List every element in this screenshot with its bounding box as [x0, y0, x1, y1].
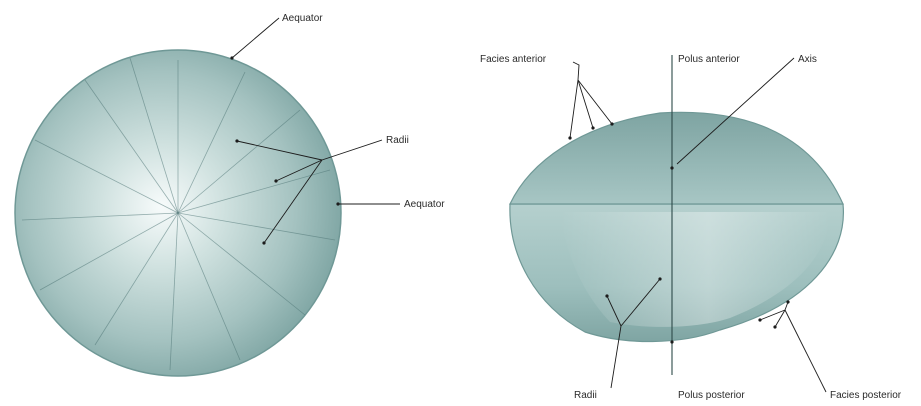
svg-text:Radii: Radii: [386, 135, 409, 146]
lens-posterior-sheen: [560, 212, 830, 327]
label-aequator-top: Aequator: [230, 13, 323, 60]
label-facies-posterior: Facies posterior: [758, 300, 901, 401]
label-facies-anterior: Facies anterior: [480, 54, 614, 140]
label-polus-posterior: Polus posterior: [678, 390, 745, 401]
lens-anterior-surface: [510, 112, 843, 204]
label-aequator-side: [336, 202, 400, 205]
svg-text:Facies posterior: Facies posterior: [830, 390, 902, 401]
lens-side-view: Facies anterior Polus anterior Axis Radi…: [480, 54, 902, 401]
svg-text:Aequator: Aequator: [282, 13, 323, 24]
label-polus-anterior: Polus anterior: [678, 54, 740, 65]
svg-text:Axis: Axis: [798, 54, 817, 65]
label-aequator-side-text: Aequator: [404, 199, 445, 210]
svg-text:Facies anterior: Facies anterior: [480, 54, 547, 65]
lens-front-view: Aequator Radii: [15, 13, 409, 376]
svg-text:Radii: Radii: [574, 390, 597, 401]
